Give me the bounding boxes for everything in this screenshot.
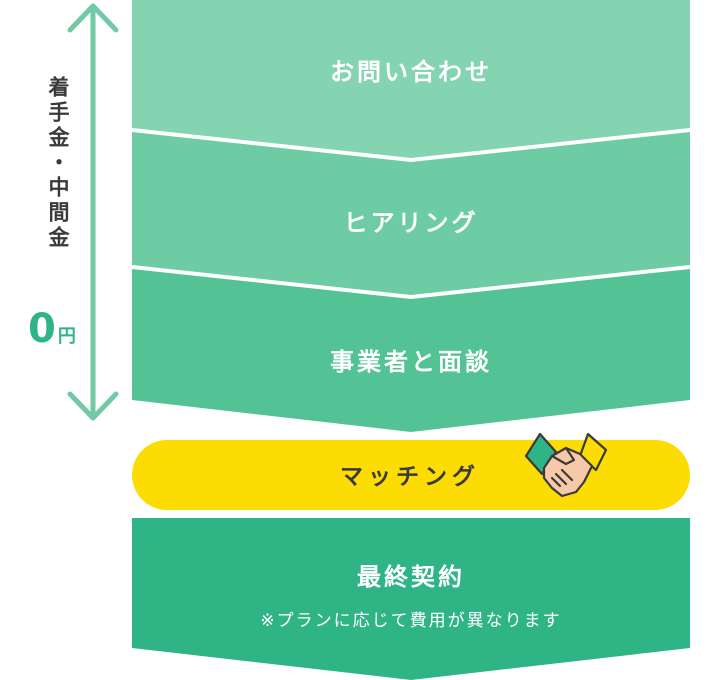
fee-value: 0 [28,306,56,352]
handshake-icon [524,432,608,498]
fee-unit: 円 [57,326,76,347]
step-3-title: 事業者と面談 [330,348,492,376]
step-2-title: ヒアリング [344,209,479,237]
final-step-note: ※プランに応じて費用が異なります [260,611,561,631]
step-1-title: お問い合わせ [330,58,492,86]
step-2-shape [132,132,690,295]
final-step-shape [132,518,690,680]
upfront-fee-label: 着手金・中間金 [46,76,70,251]
final-step-title: 最終契約 [357,563,465,591]
step-1-shape [132,0,690,158]
step-3-shape [132,269,690,432]
matching-label: マッチング [340,463,480,490]
double-arrow-icon [67,3,119,421]
